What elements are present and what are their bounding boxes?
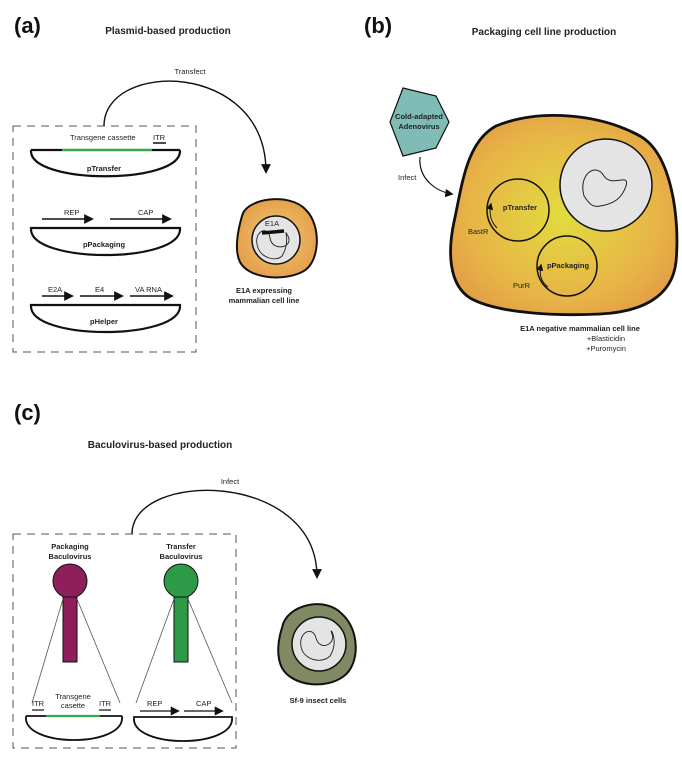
transgene-cassette-label: Transgene cassette (70, 133, 136, 142)
panel-a-letter: (a) (14, 13, 41, 38)
panel-c-title: Baculovirus-based production (88, 440, 232, 451)
infect-label-c: Infect (221, 477, 240, 486)
infect-label-b: Infect (398, 173, 417, 182)
va-rna-label: VA RNA (135, 285, 162, 294)
itr-right-label: ITR (99, 699, 112, 708)
panel-c-letter: (c) (14, 400, 41, 425)
ppackaging-outline (29, 226, 182, 257)
ptransfer-name: pTransfer (87, 164, 121, 173)
sf9-cell: Sf-9 insect cells (277, 603, 357, 705)
cassette-line-1: Transgene (55, 692, 91, 701)
infect-arrow-c (131, 489, 322, 579)
rep-label-c: REP (147, 699, 162, 708)
phelper-plasmid: E2A E4 VA RNA pHelper (29, 285, 182, 334)
sf9-caption: Sf-9 insect cells (290, 696, 347, 705)
packaging-cell-dna (582, 169, 628, 207)
ptransfer-outline (29, 149, 182, 178)
panel-b: (b) Packaging cell line production Cold-… (364, 13, 679, 353)
itr-label: ITR (153, 133, 166, 142)
ppackaging-episome-label: pPackaging (547, 261, 590, 270)
cap-label: CAP (138, 208, 153, 217)
panel-b-letter: (b) (364, 13, 392, 38)
packaging-cell (449, 114, 679, 317)
ptransfer-episome-label: pTransfer (503, 203, 537, 212)
infect-arrow-b (419, 156, 454, 198)
e1a-caption-line-1: E1A expressing (236, 286, 292, 295)
panel-b-caption-1: E1A negative mammalian cell line (520, 324, 640, 333)
e1a-cell-nucleus (251, 215, 301, 265)
e4-label: E4 (95, 285, 104, 294)
cap-label-c: CAP (196, 699, 211, 708)
packaging-baculo-line-2: Baculovirus (49, 552, 92, 561)
purr-label: PurR (513, 281, 531, 290)
packaging-baculo-tail (62, 596, 78, 663)
itr-left-label: ITR (32, 699, 45, 708)
transfer-baculovirus: Transfer Baculovirus (135, 542, 233, 704)
ptransfer-plasmid: Transgene cassette ITR pTransfer (29, 133, 182, 178)
e2a-label: E2A (48, 285, 62, 294)
transfer-baculo-line-1: Transfer (166, 542, 196, 551)
packaging-cell-nucleus (559, 138, 653, 232)
phelper-name: pHelper (90, 317, 118, 326)
transfect-label: Transfect (175, 67, 207, 76)
transfer-baculo-tail (173, 596, 189, 663)
virus-line-1: Cold-adapted (395, 112, 443, 121)
panel-b-caption-2: +Blasticidin (587, 334, 625, 343)
adenovirus-hexagon (389, 87, 450, 157)
phelper-outline (29, 303, 182, 334)
transgene-construct-outline (25, 715, 123, 741)
panel-a: (a) Plasmid-based production Transfect T… (12, 13, 318, 353)
e1a-cell: E1A E1A expressing mammalian cell line (229, 198, 318, 305)
virus-line-2: Adenovirus (398, 122, 439, 131)
transgene-construct: ITR Transgene casette ITR (25, 692, 123, 741)
e1a-caption-line-2: mammalian cell line (229, 296, 300, 305)
rep-cap-construct-outline (133, 716, 233, 742)
rep-label: REP (64, 208, 79, 217)
bastr-label: BastR (468, 227, 489, 236)
transfer-baculo-line-2: Baculovirus (160, 552, 203, 561)
sf9-cell-dna (300, 630, 335, 661)
purr-arrow (536, 263, 549, 288)
cassette-line-2: casette (61, 701, 85, 710)
panel-a-title: Plasmid-based production (105, 26, 231, 37)
panel-b-caption-3: +Puromycin (586, 344, 626, 353)
e1a-gene-bar (261, 229, 285, 235)
bastr-arrow (486, 202, 498, 229)
transfer-baculo-head (163, 563, 199, 599)
transfect-arrow (103, 80, 271, 174)
packaging-baculo-line-1: Packaging (51, 542, 89, 551)
rep-cap-construct: REP CAP (133, 699, 233, 742)
panel-b-title: Packaging cell line production (472, 27, 616, 38)
ppackaging-name: pPackaging (83, 240, 126, 249)
packaging-baculovirus: Packaging Baculovirus (31, 542, 121, 704)
packaging-baculo-head (52, 563, 88, 599)
e1a-gene-label: E1A (265, 219, 279, 228)
ppackaging-plasmid: REP CAP pPackaging (29, 208, 182, 257)
panel-c: (c) Baculovirus-based production Infect … (12, 400, 357, 749)
baculovirus-group-box (12, 533, 237, 749)
